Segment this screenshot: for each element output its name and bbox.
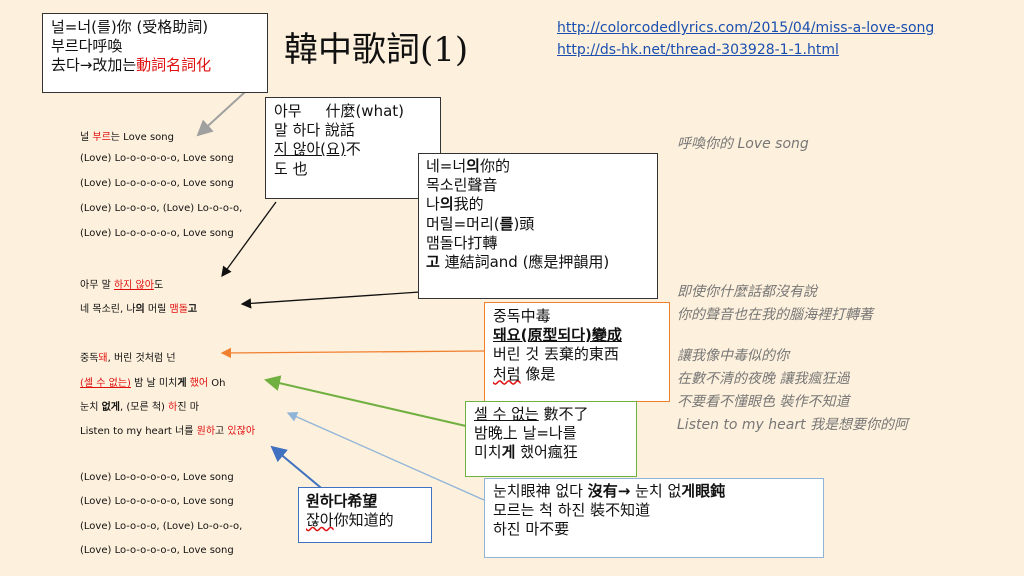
arrow-note6	[270, 445, 327, 493]
translation-line: 在數不清的夜晚 讓我瘋狂過	[677, 371, 850, 387]
arrow-note2	[221, 201, 277, 278]
lyric-line: (Love) Lo-o-o-o, (Love) Lo-o-o-o,	[80, 203, 243, 214]
arrow-note5	[264, 375, 467, 427]
note-box-sel-su-eomneun: 셀 수 없는 數不了 밤晚上 날=나를 미치게 했어瘋狂	[465, 401, 637, 477]
lyric-line: 아무 말 하지 않아도	[80, 280, 164, 291]
arrow-note4	[220, 347, 486, 359]
note-box-jungdok: 중독中毒 돼요(原型되다)變成 버린 것 丟棄的東西 처럼 像是	[484, 302, 670, 402]
translation-line: 你的聲音也在我的腦海裡打轉著	[677, 307, 873, 323]
arrow-note7	[286, 411, 485, 501]
lyric-line: 눈치 없게, (모른 척) 하진 마	[80, 402, 199, 413]
page-title: 韓中歌詞(1)	[284, 30, 469, 70]
note-box-neol-bureuda: 널=너(를)你 (受格助詞) 부르다呼喚 去다→改加는動詞名詞化	[42, 13, 268, 93]
note-box-nunchi: 눈치眼神 없다 沒有→ 눈치 없게眼鈍 모르는 척 하진 裝不知道 하진 마不要	[484, 478, 824, 558]
lyric-line: (Love) Lo-o-o-o-o-o, Love song	[80, 496, 234, 507]
note-box-ne-moksorin: 네=너의你的 목소린聲音 나의我的 머릴=머리(를)頭 맴돌다打轉 고 連結詞a…	[418, 153, 658, 299]
arrow-note1	[196, 91, 246, 137]
lyric-line: 널 부르는 Love song	[80, 132, 174, 143]
lyric-line: (셀 수 없는) 밤 날 미치게 했어 Oh	[80, 378, 226, 389]
source-link-ds-hk[interactable]: http://ds-hk.net/thread-303928-1-1.html	[557, 42, 839, 58]
lyric-line: 중독돼, 버린 것처럼 넌	[80, 353, 176, 364]
translation-line: 呼喚你的 Love song	[677, 136, 809, 152]
lyric-line: (Love) Lo-o-o-o-o-o, Love song	[80, 545, 234, 556]
source-link-colorcodedlyrics[interactable]: http://colorcodedlyrics.com/2015/04/miss…	[557, 20, 935, 36]
lyric-line: (Love) Lo-o-o-o-o-o, Love song	[80, 472, 234, 483]
note-box-wonhada: 원하다希望 잖아你知道的	[298, 487, 432, 543]
lyric-line: Listen to my heart 너를 원하고 있잖아	[80, 426, 256, 437]
lyric-line: (Love) Lo-o-o-o, (Love) Lo-o-o-o,	[80, 521, 243, 532]
lyric-line: 네 목소린, 나의 머릴 맴돌고	[80, 304, 198, 315]
translation-line: 讓我像中毒似的你	[677, 348, 789, 364]
lyric-line: (Love) Lo-o-o-o-o-o, Love song	[80, 228, 234, 239]
arrow-note3	[240, 291, 421, 309]
lyric-line: (Love) Lo-o-o-o-o-o, Love song	[80, 178, 234, 189]
note-box-amu-mal: 아무 什麼(what) 말 하다 說話 지 않아(요)不 도 也	[265, 97, 441, 199]
translation-line: Listen to my heart 我是想要你的阿	[677, 417, 909, 433]
lyric-line: (Love) Lo-o-o-o-o-o, Love song	[80, 153, 234, 164]
translation-line: 即使你什麼話都沒有說	[677, 284, 817, 300]
translation-line: 不要看不懂眼色 裝作不知道	[677, 394, 850, 410]
